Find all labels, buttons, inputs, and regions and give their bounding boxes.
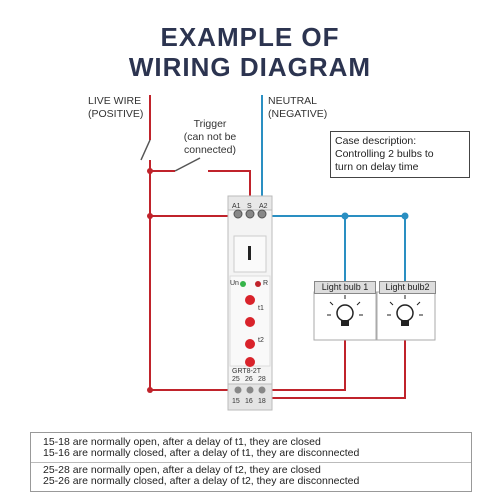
terminal-25-label: 25	[232, 376, 240, 383]
neutral-text: NEUTRAL	[268, 95, 318, 107]
neutral-junction-2	[401, 212, 409, 220]
live-switch-blade	[140, 139, 151, 161]
bulb1-label: Light bulb 1	[314, 281, 376, 294]
terminal-a1	[233, 209, 243, 219]
neutral-junction-1	[341, 212, 349, 220]
dial-t1-label: t1	[258, 305, 264, 312]
bulb2-rays	[387, 295, 423, 316]
note-25-28: 25-28 are normally open, after a delay o…	[43, 464, 321, 476]
note-15-16: 15-16 are normally closed, after a delay…	[43, 447, 360, 459]
live-junction-2	[147, 213, 153, 219]
live-wire-text: LIVE WIRE	[88, 95, 142, 107]
model-label: GRT8-2T	[232, 368, 262, 375]
dial-3	[245, 339, 255, 349]
terminal-26-label: 26	[245, 376, 253, 383]
trigger-text: Trigger	[193, 118, 227, 130]
case-line-3: turn on delay time	[335, 161, 419, 173]
led-un	[240, 281, 246, 287]
neutral-wire	[261, 95, 406, 288]
note-25-26: 25-26 are normally closed, after a delay…	[43, 475, 360, 487]
live-junction-3	[147, 387, 153, 393]
terminal-18	[258, 386, 266, 394]
bulb-1	[313, 291, 377, 341]
dial-1	[245, 295, 255, 305]
note-15-18: 15-18 are normally open, after a delay o…	[43, 436, 321, 448]
led-r	[255, 281, 261, 287]
terminal-18-label: 18	[258, 398, 266, 405]
bulb-2	[376, 291, 436, 341]
dial-4	[245, 357, 255, 367]
terminal-15-label: 15	[232, 398, 240, 405]
terminal-s-label: S	[247, 203, 252, 210]
live-wire	[140, 95, 406, 399]
terminal-a1-label: A1	[232, 203, 241, 210]
dial-t2-label: t2	[258, 337, 264, 344]
notes-divider	[31, 462, 471, 463]
trigger-note-1: (can not be	[183, 131, 237, 143]
terminal-a2-label: A2	[259, 203, 268, 210]
bulb2-label: Light bulb2	[379, 281, 436, 294]
notes-box: 15-18 are normally open, after a delay o…	[30, 432, 472, 492]
wiring-diagram	[140, 95, 436, 411]
terminal-15	[234, 386, 242, 394]
live-wire-polarity: (POSITIVE)	[88, 108, 144, 120]
relay-device	[227, 195, 273, 411]
led-r-label: R	[263, 280, 269, 287]
led-un-label: Un	[230, 280, 239, 287]
diagram-title-line2: WIRING DIAGRAM	[128, 52, 372, 82]
relay-indicator-bar	[248, 246, 251, 260]
bulb2-base	[401, 320, 409, 326]
terminal-s	[245, 209, 255, 219]
neutral-polarity: (NEGATIVE)	[268, 108, 328, 120]
diagram-title-line1: EXAMPLE OF	[160, 22, 340, 52]
terminal-a2	[257, 209, 267, 219]
bulb1-rays	[327, 295, 363, 316]
neutral-label: NEUTRAL (NEGATIVE)	[268, 95, 327, 121]
case-title: Case description:	[335, 135, 417, 147]
case-description-box: Case description: Controlling 2 bulbs to…	[330, 131, 470, 178]
trigger-note-2: connected)	[184, 144, 236, 156]
live-junction-1	[147, 168, 153, 174]
trigger-switch-blade	[174, 157, 201, 172]
trigger-label: Trigger (can not be connected)	[174, 118, 246, 157]
bulb2-return	[230, 340, 406, 399]
bulb1-base	[341, 320, 349, 326]
terminal-16	[246, 386, 254, 394]
terminal-28-label: 28	[258, 376, 266, 383]
case-line-2: Controlling 2 bulbs to	[335, 148, 434, 160]
terminal-16-label: 16	[245, 398, 253, 405]
live-wire-label: LIVE WIRE (POSITIVE)	[88, 95, 143, 121]
dial-2	[245, 317, 255, 327]
bulb2-globe	[396, 304, 414, 322]
bulb1-globe	[336, 304, 354, 322]
